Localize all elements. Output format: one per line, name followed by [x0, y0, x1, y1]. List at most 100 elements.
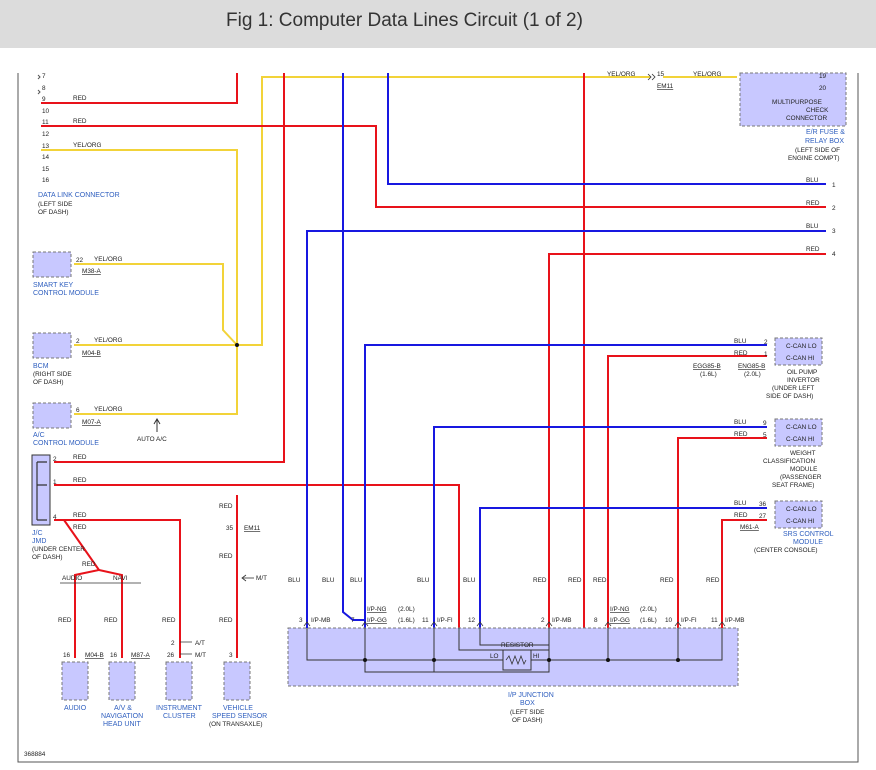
- svg-text:RED: RED: [806, 200, 820, 207]
- wire-offpage-3: [306, 230, 826, 628]
- wire-jc-4-cluster: [54, 519, 181, 658]
- svg-text:(CENTER CONSOLE): (CENTER CONSOLE): [754, 547, 818, 554]
- wire-weight-lo: [433, 426, 767, 628]
- svg-text:26: 26: [167, 652, 175, 659]
- svg-text:I/P-MB: I/P-MB: [311, 617, 331, 624]
- wire-weight-hi: [677, 437, 767, 628]
- yellow-wires: [41, 76, 737, 415]
- svg-text:C-CAN HI: C-CAN HI: [786, 355, 815, 362]
- svg-text:3: 3: [229, 652, 233, 659]
- svg-text:RED: RED: [734, 431, 748, 438]
- svg-text:I/P-MB: I/P-MB: [725, 617, 745, 624]
- diagram-frame: [17, 73, 859, 763]
- svg-text:(UNDER LEFT: (UNDER LEFT: [772, 385, 814, 392]
- svg-text:C-CAN LO: C-CAN LO: [786, 343, 817, 350]
- svg-text:EM11: EM11: [244, 525, 261, 532]
- svg-text:M04-B: M04-B: [85, 652, 104, 659]
- svg-text:I/P JUNCTION: I/P JUNCTION: [508, 692, 554, 699]
- svg-text:16: 16: [110, 652, 118, 659]
- svg-text:I/P-GG: I/P-GG: [367, 617, 387, 624]
- svg-text:CLUSTER: CLUSTER: [163, 713, 196, 720]
- svg-text:3: 3: [832, 228, 836, 235]
- svg-text:15: 15: [657, 71, 665, 78]
- wire-offpage-4: [548, 253, 826, 628]
- wire-color-label: RED: [73, 118, 87, 125]
- ip-junction-box: RESISTOR LO HI I/P JUNCTION BOX (LEFT SI…: [287, 577, 745, 724]
- svg-text:A/V &: A/V &: [114, 705, 132, 712]
- svg-text:SMART KEY: SMART KEY: [33, 282, 74, 289]
- wire-dlc-13: [41, 149, 238, 345]
- svg-text:11: 11: [711, 617, 718, 624]
- svg-text:I/P-NG: I/P-NG: [367, 606, 387, 613]
- svg-text:INSTRUMENT: INSTRUMENT: [156, 705, 203, 712]
- svg-text:20: 20: [819, 85, 827, 92]
- svg-text:AUDIO: AUDIO: [64, 705, 87, 712]
- svg-text:2: 2: [832, 205, 836, 212]
- figure-title: Fig 1: Computer Data Lines Circuit (1 of…: [226, 10, 583, 31]
- svg-text:YEL/ORG: YEL/ORG: [607, 71, 635, 78]
- svg-text:(2.0L): (2.0L): [398, 606, 415, 613]
- svg-text:22: 22: [76, 257, 84, 264]
- offpage-connectors: BLU 1 RED 2 BLU 3 RED 4: [806, 177, 836, 258]
- svg-text:OF DASH): OF DASH): [33, 379, 64, 386]
- svg-text:M04-B: M04-B: [82, 350, 101, 357]
- svg-text:OF DASH): OF DASH): [512, 717, 543, 724]
- svg-text:HI: HI: [533, 653, 540, 660]
- svg-text:CLASSIFICATION: CLASSIFICATION: [763, 458, 815, 465]
- svg-text:C-CAN LO: C-CAN LO: [786, 424, 817, 431]
- svg-text:I/P-NG: I/P-NG: [610, 606, 630, 613]
- dlc-pin: 13: [42, 143, 50, 150]
- svg-text:CHECK: CHECK: [806, 107, 829, 114]
- wire-oil-pump-hi: [607, 355, 767, 628]
- svg-text:2: 2: [76, 338, 80, 345]
- svg-text:I/P-MB: I/P-MB: [552, 617, 572, 624]
- svg-text:BLU: BLU: [734, 338, 747, 345]
- svg-text:M87-A: M87-A: [131, 652, 151, 659]
- svg-text:BCM: BCM: [33, 363, 49, 370]
- svg-text:RED: RED: [734, 350, 748, 357]
- svg-text:A/T: A/T: [195, 640, 205, 647]
- svg-text:11: 11: [422, 617, 429, 624]
- wire-bcm-to-em11: [74, 76, 650, 346]
- svg-text:(2.0L): (2.0L): [640, 606, 657, 613]
- svg-text:7: 7: [351, 617, 355, 624]
- svg-text:MULTIPURPOSE: MULTIPURPOSE: [772, 99, 822, 106]
- svg-text:SEAT FRAME): SEAT FRAME): [772, 482, 814, 489]
- svg-text:12: 12: [468, 617, 476, 624]
- svg-text:BLU: BLU: [288, 577, 301, 584]
- svg-text:16: 16: [63, 652, 71, 659]
- svg-text:HEAD UNIT: HEAD UNIT: [103, 721, 141, 728]
- svg-text:BOX: BOX: [520, 700, 535, 707]
- svg-text:RED: RED: [58, 617, 72, 624]
- svg-text:JMD: JMD: [32, 538, 46, 545]
- svg-text:SRS CONTROL: SRS CONTROL: [783, 531, 834, 538]
- svg-text:RED: RED: [568, 577, 582, 584]
- wire-color-label: RED: [73, 477, 87, 484]
- svg-text:(1.6L): (1.6L): [700, 371, 717, 378]
- diagram-id: 368884: [24, 751, 46, 758]
- svg-text:RED: RED: [162, 617, 176, 624]
- svg-text:SIDE OF DASH): SIDE OF DASH): [766, 393, 813, 400]
- svg-text:BLU: BLU: [734, 419, 747, 426]
- dlc-pin: 11: [42, 119, 49, 126]
- svg-text:AUTO A/C: AUTO A/C: [137, 436, 167, 443]
- dlc-pin: 12: [42, 131, 50, 138]
- svg-text:ENG85-B: ENG85-B: [738, 363, 765, 370]
- dlc-pin: 16: [42, 177, 50, 184]
- wire-jc-1: [54, 484, 460, 628]
- svg-text:MODULE: MODULE: [793, 539, 823, 546]
- dlc-location: OF DASH): [38, 209, 69, 216]
- svg-text:C-CAN HI: C-CAN HI: [786, 518, 815, 525]
- wire-jc-4-navi: [98, 569, 123, 658]
- svg-text:I/P-FI: I/P-FI: [681, 617, 697, 624]
- jc-jmd: 2 1 4 J/C JMD (UNDER CENTER OF DASH): [31, 454, 85, 561]
- svg-text:C-CAN HI: C-CAN HI: [786, 436, 815, 443]
- wire-jc-2: [54, 73, 285, 463]
- svg-text:(PASSENGER: (PASSENGER: [780, 474, 822, 481]
- wire-color-label: RED: [73, 524, 87, 531]
- figure-header: Fig 1: Computer Data Lines Circuit (1 of…: [0, 0, 876, 48]
- oil-pump-invertor: C-CAN LO C-CAN HI BLU 2 RED 1 EGG85-B (1…: [693, 337, 823, 400]
- svg-text:9: 9: [763, 420, 767, 427]
- wire-ipjb-7: [342, 73, 366, 628]
